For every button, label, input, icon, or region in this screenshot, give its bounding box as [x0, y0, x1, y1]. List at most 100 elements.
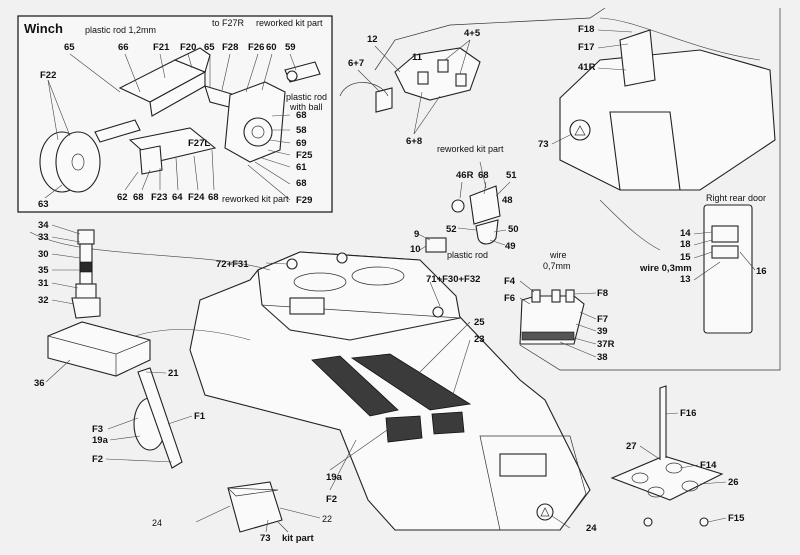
label-49: 49 [505, 241, 516, 252]
label-reworked-bracket: reworked kit part [437, 144, 504, 154]
label-52: 52 [446, 224, 457, 235]
label-68d: 68 [296, 178, 307, 189]
label-f29: F29 [296, 195, 312, 206]
step-assembly: wire 0,7mm F4 F8 F6 F7 39 37R 38 [504, 250, 615, 363]
label-f19: kit part [282, 533, 315, 544]
part-34 [77, 229, 95, 245]
engine-grille-right [350, 353, 472, 411]
label-f27l: F27L [188, 138, 210, 149]
bracket-assembly: reworked kit part 46R 68 51 48 52 50 pla… [437, 144, 519, 260]
label-4-5: 4+5 [464, 28, 481, 39]
label-f8: F8 [597, 288, 608, 299]
part-10 [425, 237, 447, 253]
label-30: 30 [38, 249, 49, 260]
label-plastic-rod: plastic rod [286, 92, 327, 102]
label-39: 39 [597, 326, 608, 337]
label-72-f31: 72+F31 [216, 259, 249, 270]
label-73-front: 24 [586, 523, 597, 534]
winch-drum [243, 117, 273, 147]
label-67: 73 [260, 533, 271, 544]
label-26: 26 [728, 477, 739, 488]
label-27: 27 [626, 441, 637, 452]
label-plastic-rod-bracket: plastic rod [447, 250, 488, 260]
label-f4: F4 [504, 276, 516, 287]
label-35: 35 [38, 265, 49, 276]
plastic-rod [94, 119, 141, 143]
label-50: 50 [508, 224, 519, 235]
label-59: 59 [285, 42, 296, 53]
label-6-7: 6+7 [348, 58, 364, 69]
label-37r: 37R [597, 339, 615, 350]
label-f3: F3 [92, 424, 103, 435]
label-f22: F22 [40, 70, 56, 81]
part-48 [469, 185, 501, 225]
label-f18: F18 [578, 24, 594, 35]
label-wire-0-5: 22 [322, 514, 332, 524]
mudguard-parts: 21 F1 F3 19a F2 [92, 367, 206, 469]
front-hatch [499, 453, 547, 477]
rear-panel [609, 111, 681, 191]
turret-block [289, 297, 325, 315]
label-65a: 65 [64, 42, 75, 53]
label-16: 16 [756, 266, 767, 277]
label-23: 23 [474, 334, 485, 345]
grille-small-left [385, 415, 423, 443]
label-10: 10 [410, 244, 421, 255]
label-62: 62 [117, 192, 128, 203]
label-46r: 46R [456, 170, 474, 181]
door-part-15 [711, 245, 739, 259]
rack-assembly: F16 27 F14 26 F15 [610, 385, 745, 527]
label-f24: F24 [188, 192, 205, 203]
label-f14: F14 [700, 460, 717, 471]
kit-part-box: 24 22 73 kit part [152, 481, 332, 544]
label-31: 31 [38, 278, 49, 289]
label-66: 66 [118, 42, 129, 53]
label-kit-part: 24 [152, 518, 162, 528]
rear-detail-view: F18 F17 41R 73 [374, 7, 781, 371]
kit-part-box-shape [227, 481, 283, 533]
rear-hatch [619, 29, 656, 87]
rack-pin-f15 [643, 517, 653, 527]
label-to-f27r: to F27R [212, 18, 245, 28]
rack-base-f14 [610, 455, 724, 501]
label-9: 9 [414, 229, 419, 240]
label-f23: F23 [151, 192, 167, 203]
label-25: 25 [474, 317, 485, 328]
label-22: F2 [326, 494, 337, 505]
label-f25: F25 [296, 150, 313, 161]
label-71-f30-f32: 71+F30+F32 [426, 274, 480, 285]
engine-grille-left [311, 355, 399, 417]
part-31 [75, 283, 97, 299]
label-21: 21 [168, 368, 179, 379]
part-36 [47, 321, 151, 377]
rack-post-f16 [659, 385, 667, 460]
label-f17: F17 [578, 42, 594, 53]
part-32 [71, 297, 101, 319]
label-34: 34 [38, 220, 49, 231]
periscope-72 [286, 258, 298, 270]
label-f21: F21 [153, 42, 170, 53]
cable-drum-right [55, 131, 101, 193]
main-hull: 9 10 72+F31 71+F30+F32 25 23 19a F2 24 [29, 199, 661, 534]
label-19a: 19a [92, 435, 109, 446]
label-32: 32 [38, 295, 49, 306]
label-33: 33 [38, 232, 49, 243]
label-68c: 68 [208, 192, 219, 203]
label-51: 51 [506, 170, 517, 181]
label-reworked-bottom: reworked kit part [222, 194, 289, 204]
label-68b: 68 [133, 192, 144, 203]
label-0-7mm: 0,7mm [543, 261, 571, 271]
hatch-ring-parts: 12 4+5 11 6+7 6+8 [339, 28, 481, 147]
label-6-8: 6+8 [406, 136, 422, 147]
front-light-73 [536, 503, 554, 521]
winch-title: Winch [24, 21, 63, 36]
rear-light-73 [569, 119, 591, 141]
part-f1 [137, 367, 183, 469]
label-64: 64 [172, 192, 183, 203]
door-part-14 [711, 225, 739, 243]
part-6-7 [375, 87, 393, 113]
label-69: 69 [296, 138, 307, 149]
side-box: 36 [34, 321, 151, 389]
